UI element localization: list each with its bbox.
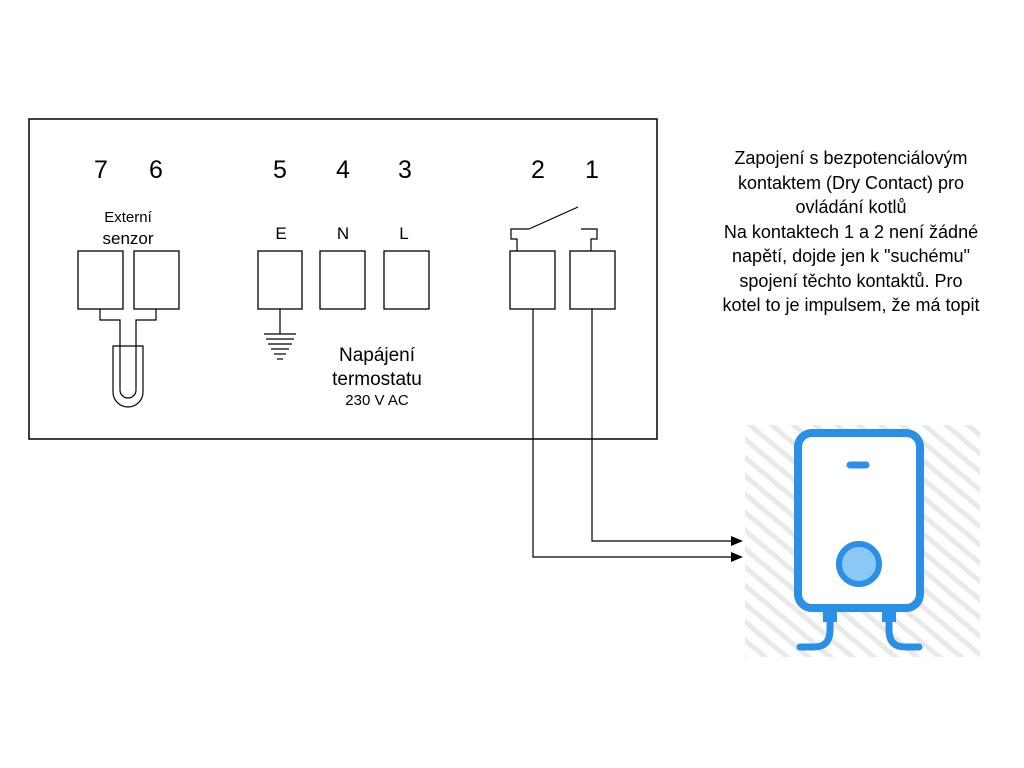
terminal-block-2 <box>509 250 556 310</box>
sensor-label-line2: senzor <box>102 229 153 248</box>
contact-wires <box>532 309 743 562</box>
terminal-number-1: 1 <box>585 156 599 184</box>
note-line: ovládání kotlů <box>795 197 907 217</box>
terminal-block-7 <box>77 250 124 310</box>
note-line: kontaktem (Dry Contact) pro <box>737 172 965 193</box>
note-line: napětí, dojde jen k "suchému" <box>732 246 970 266</box>
terminal-block-1 <box>569 250 616 310</box>
terminal-block-4 <box>319 250 366 310</box>
terminal-block-3 <box>383 250 430 310</box>
neutral-label: N <box>337 224 349 243</box>
earth-label: E <box>275 224 286 243</box>
terminal-number-2: 2 <box>531 156 545 184</box>
terminal-block-5 <box>257 250 303 310</box>
note-line: Zapojení s bezpotenciálovým <box>734 148 968 168</box>
terminal-number-3: 3 <box>398 156 412 184</box>
note-line: spojení těchto kontaktů. Pro <box>739 270 963 291</box>
sensor-label-line1: Externí <box>104 209 152 226</box>
terminal-block-6 <box>133 250 180 310</box>
terminal-number-6: 6 <box>149 156 163 184</box>
terminal-number-5: 5 <box>273 156 287 184</box>
live-label: L <box>399 224 408 243</box>
ground-symbol-icon <box>264 309 296 360</box>
terminal-number-4: 4 <box>336 156 350 184</box>
temperature-probe-icon <box>99 309 157 408</box>
power-label-line2: termostatu <box>332 369 422 390</box>
dry-contact-description: Zapojení s bezpotenciálovým kontaktem (D… <box>690 146 1012 318</box>
power-label-line1: Napájení <box>339 345 416 366</box>
relay-contact-icon <box>510 206 598 251</box>
power-voltage-label: 230 V AC <box>345 392 409 409</box>
water-heater-icon <box>745 425 980 657</box>
terminal-number-7: 7 <box>94 156 108 184</box>
note-line: kotel to je impulsem, že má topit <box>722 295 980 315</box>
note-line: Na kontaktech 1 a 2 není žádné <box>723 221 979 242</box>
